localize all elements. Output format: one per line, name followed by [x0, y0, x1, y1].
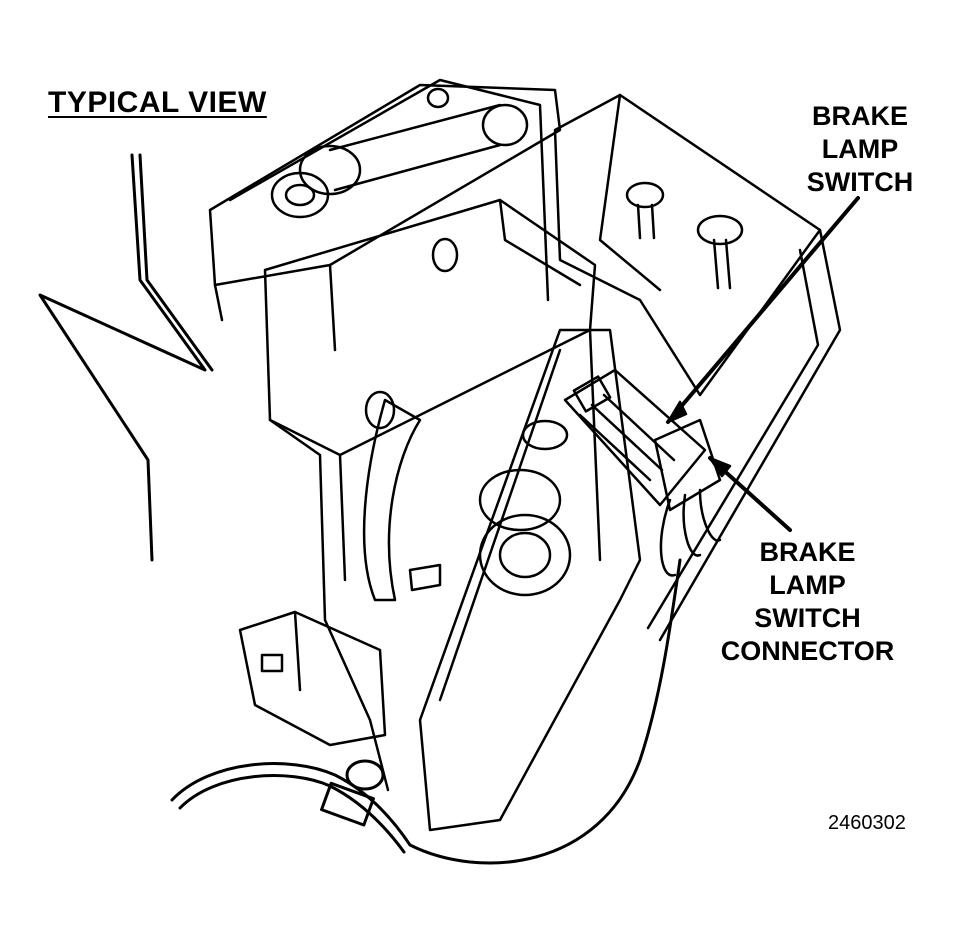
wiring-harness	[170, 558, 682, 865]
pivot-shaft	[270, 87, 529, 273]
brake-lamp-switch-label: BRAKE LAMP SWITCH	[790, 100, 930, 199]
pedal-support	[263, 198, 602, 792]
connector-leader-arrow	[708, 456, 732, 478]
switch-label-line-1: BRAKE	[811, 101, 908, 131]
dash-panel	[553, 93, 842, 642]
connector-label-line-1: BRAKE	[759, 537, 856, 567]
brake-lamp-switch-connector	[653, 418, 722, 577]
switch-leader-line	[666, 196, 860, 424]
pushrod-spring	[364, 390, 572, 597]
lower-bracket	[238, 610, 387, 747]
switch-label-line-3: SWITCH	[806, 167, 914, 197]
view-title: TYPICAL VIEW	[48, 86, 267, 119]
upper-mounting-bracket	[208, 78, 562, 352]
switch-leader-arrow	[666, 400, 688, 424]
brake-lamp-switch-connector-label: BRAKE LAMP SWITCH CONNECTOR	[705, 536, 910, 668]
connector-label-line-2: LAMP	[769, 570, 846, 600]
figure-id: 2460302	[828, 812, 906, 834]
connector-label-line-4: CONNECTOR	[720, 636, 895, 666]
mounting-studs	[625, 181, 744, 290]
connector-label-line-3: SWITCH	[754, 603, 861, 633]
brake-lamp-switch	[563, 368, 707, 507]
switch-label-line-2: LAMP	[821, 134, 899, 164]
break-line	[38, 153, 214, 562]
